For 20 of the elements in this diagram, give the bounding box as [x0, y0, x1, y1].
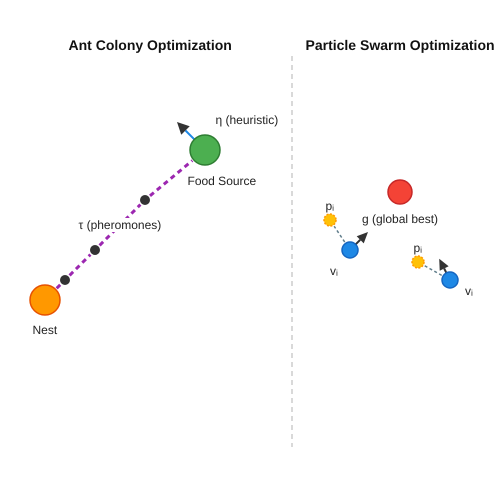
trail-line: [56, 284, 62, 290]
dashed-connector: [334, 226, 346, 243]
dashed-connector: [424, 265, 442, 276]
panel-title: Ant Colony Optimization: [68, 37, 232, 53]
node-label: vᵢ: [465, 284, 473, 298]
trail-dot: [138, 193, 152, 207]
node-label: vᵢ: [330, 264, 338, 278]
trail-line: [68, 254, 92, 276]
trail-line: [149, 159, 194, 197]
trail-line: [98, 204, 142, 246]
edge-label: τ (pheromones): [76, 218, 164, 232]
node-label: Food Source: [188, 174, 256, 188]
node-label: g (global best): [362, 212, 438, 226]
node-label: pᵢ: [414, 241, 422, 255]
node-label: pᵢ: [326, 199, 334, 213]
node-label: Nest: [32, 323, 58, 337]
trail-dot: [88, 243, 102, 257]
annotation-label: η (heuristic): [216, 113, 278, 127]
trail-dot: [58, 273, 72, 287]
panel-title: Particle Swarm Optimization: [306, 37, 495, 53]
